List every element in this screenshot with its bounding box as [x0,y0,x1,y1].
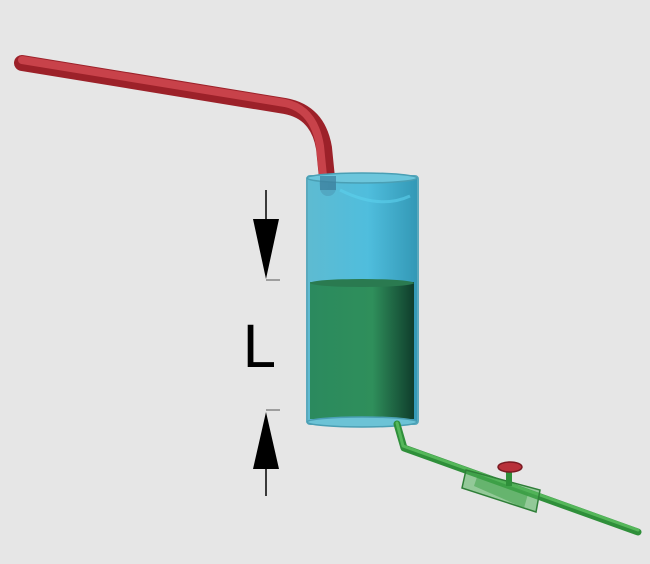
dimension-marker: L [242,190,280,496]
lower-arrow-head-icon [253,412,279,469]
dimension-label: L [242,313,274,381]
vessel [306,172,419,428]
liquid [310,282,414,419]
liquid-surface [310,279,414,287]
valve-handle [497,461,523,473]
inlet-tube-end [320,176,336,190]
inlet-tube-highlight [18,56,328,190]
valve [461,461,541,513]
upper-arrow-head-icon [253,219,279,279]
outlet-tube-highlight [395,421,640,532]
vessel-bottom [306,416,418,428]
valve-stem [506,468,512,486]
